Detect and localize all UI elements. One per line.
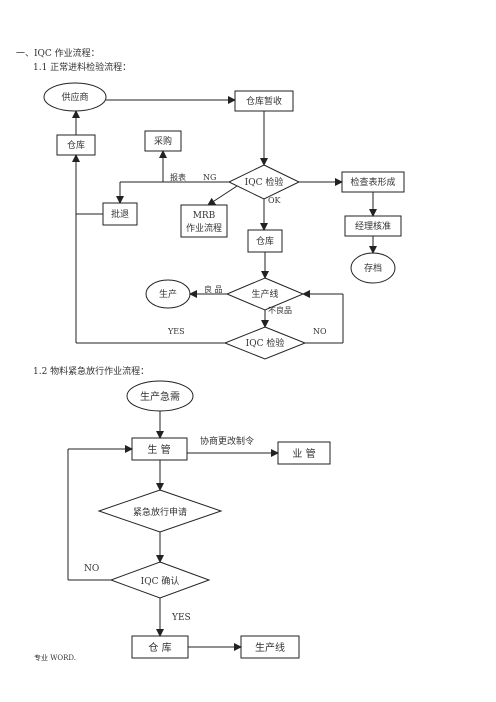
- mrb-subtitle: 作业流程: [186, 222, 222, 234]
- subsection-heading-2: 1.2 物料紧急放行作业流程：: [33, 365, 149, 377]
- iqc-to-mrb-arrow: [207, 185, 238, 206]
- mrb-title: MRB: [193, 211, 216, 221]
- production-line-label: 生产线: [251, 288, 278, 300]
- no-edge-label-2: NO: [84, 564, 99, 574]
- footer-label: 专业 WORD.: [34, 653, 76, 662]
- release-request-label: 紧急放行申请: [133, 506, 187, 518]
- no-edge-label: NO: [313, 327, 327, 336]
- manager-approve-label: 经理核准: [355, 220, 391, 232]
- warehouse-mid-label: 仓库: [256, 235, 274, 247]
- warehouse-left-label: 仓库: [67, 139, 85, 151]
- iqc-confirm-label: IQC 确认: [141, 575, 180, 587]
- production-line-label-2: 生产线: [255, 641, 285, 654]
- business-label: 业 管: [292, 447, 315, 460]
- bad-edge-label: 不良品: [268, 305, 292, 315]
- production-label: 生产: [159, 288, 177, 300]
- subsection-heading-1: 1.1 正常进料检验流程：: [33, 61, 131, 73]
- reject-label: 批退: [111, 208, 129, 220]
- negotiate-edge-label: 协商更改制令: [200, 435, 254, 447]
- prod-mgmt-label: 生 管: [147, 443, 170, 456]
- section-heading: 一、IQC 作业流程：: [16, 47, 100, 59]
- iqc-inspect-label: IQC 检验: [245, 176, 284, 188]
- warehouse-label: 仓 库: [148, 641, 171, 654]
- checklist-label: 检查表形成: [350, 176, 395, 188]
- warehouse-receive-label: 仓库暂收: [246, 95, 282, 107]
- iqc-inspect2-label: IQC 检验: [246, 337, 285, 349]
- iqc-inspect2-decision: [223, 326, 307, 360]
- purchase-label: 采购: [154, 135, 172, 147]
- ng-edge-label: NG: [203, 173, 216, 182]
- urgent-label: 生产急需: [140, 390, 180, 403]
- yes-edge-label: YES: [167, 327, 185, 336]
- report-edge-label: 报表: [170, 172, 186, 182]
- archive-label: 存档: [364, 262, 382, 274]
- good-edge-label: 良 品: [204, 284, 223, 294]
- ok-edge-label: OK: [268, 196, 282, 205]
- supplier-label: 供应商: [61, 91, 88, 103]
- mrb-node: [180, 204, 228, 238]
- yes-edge-label-2: YES: [171, 613, 191, 623]
